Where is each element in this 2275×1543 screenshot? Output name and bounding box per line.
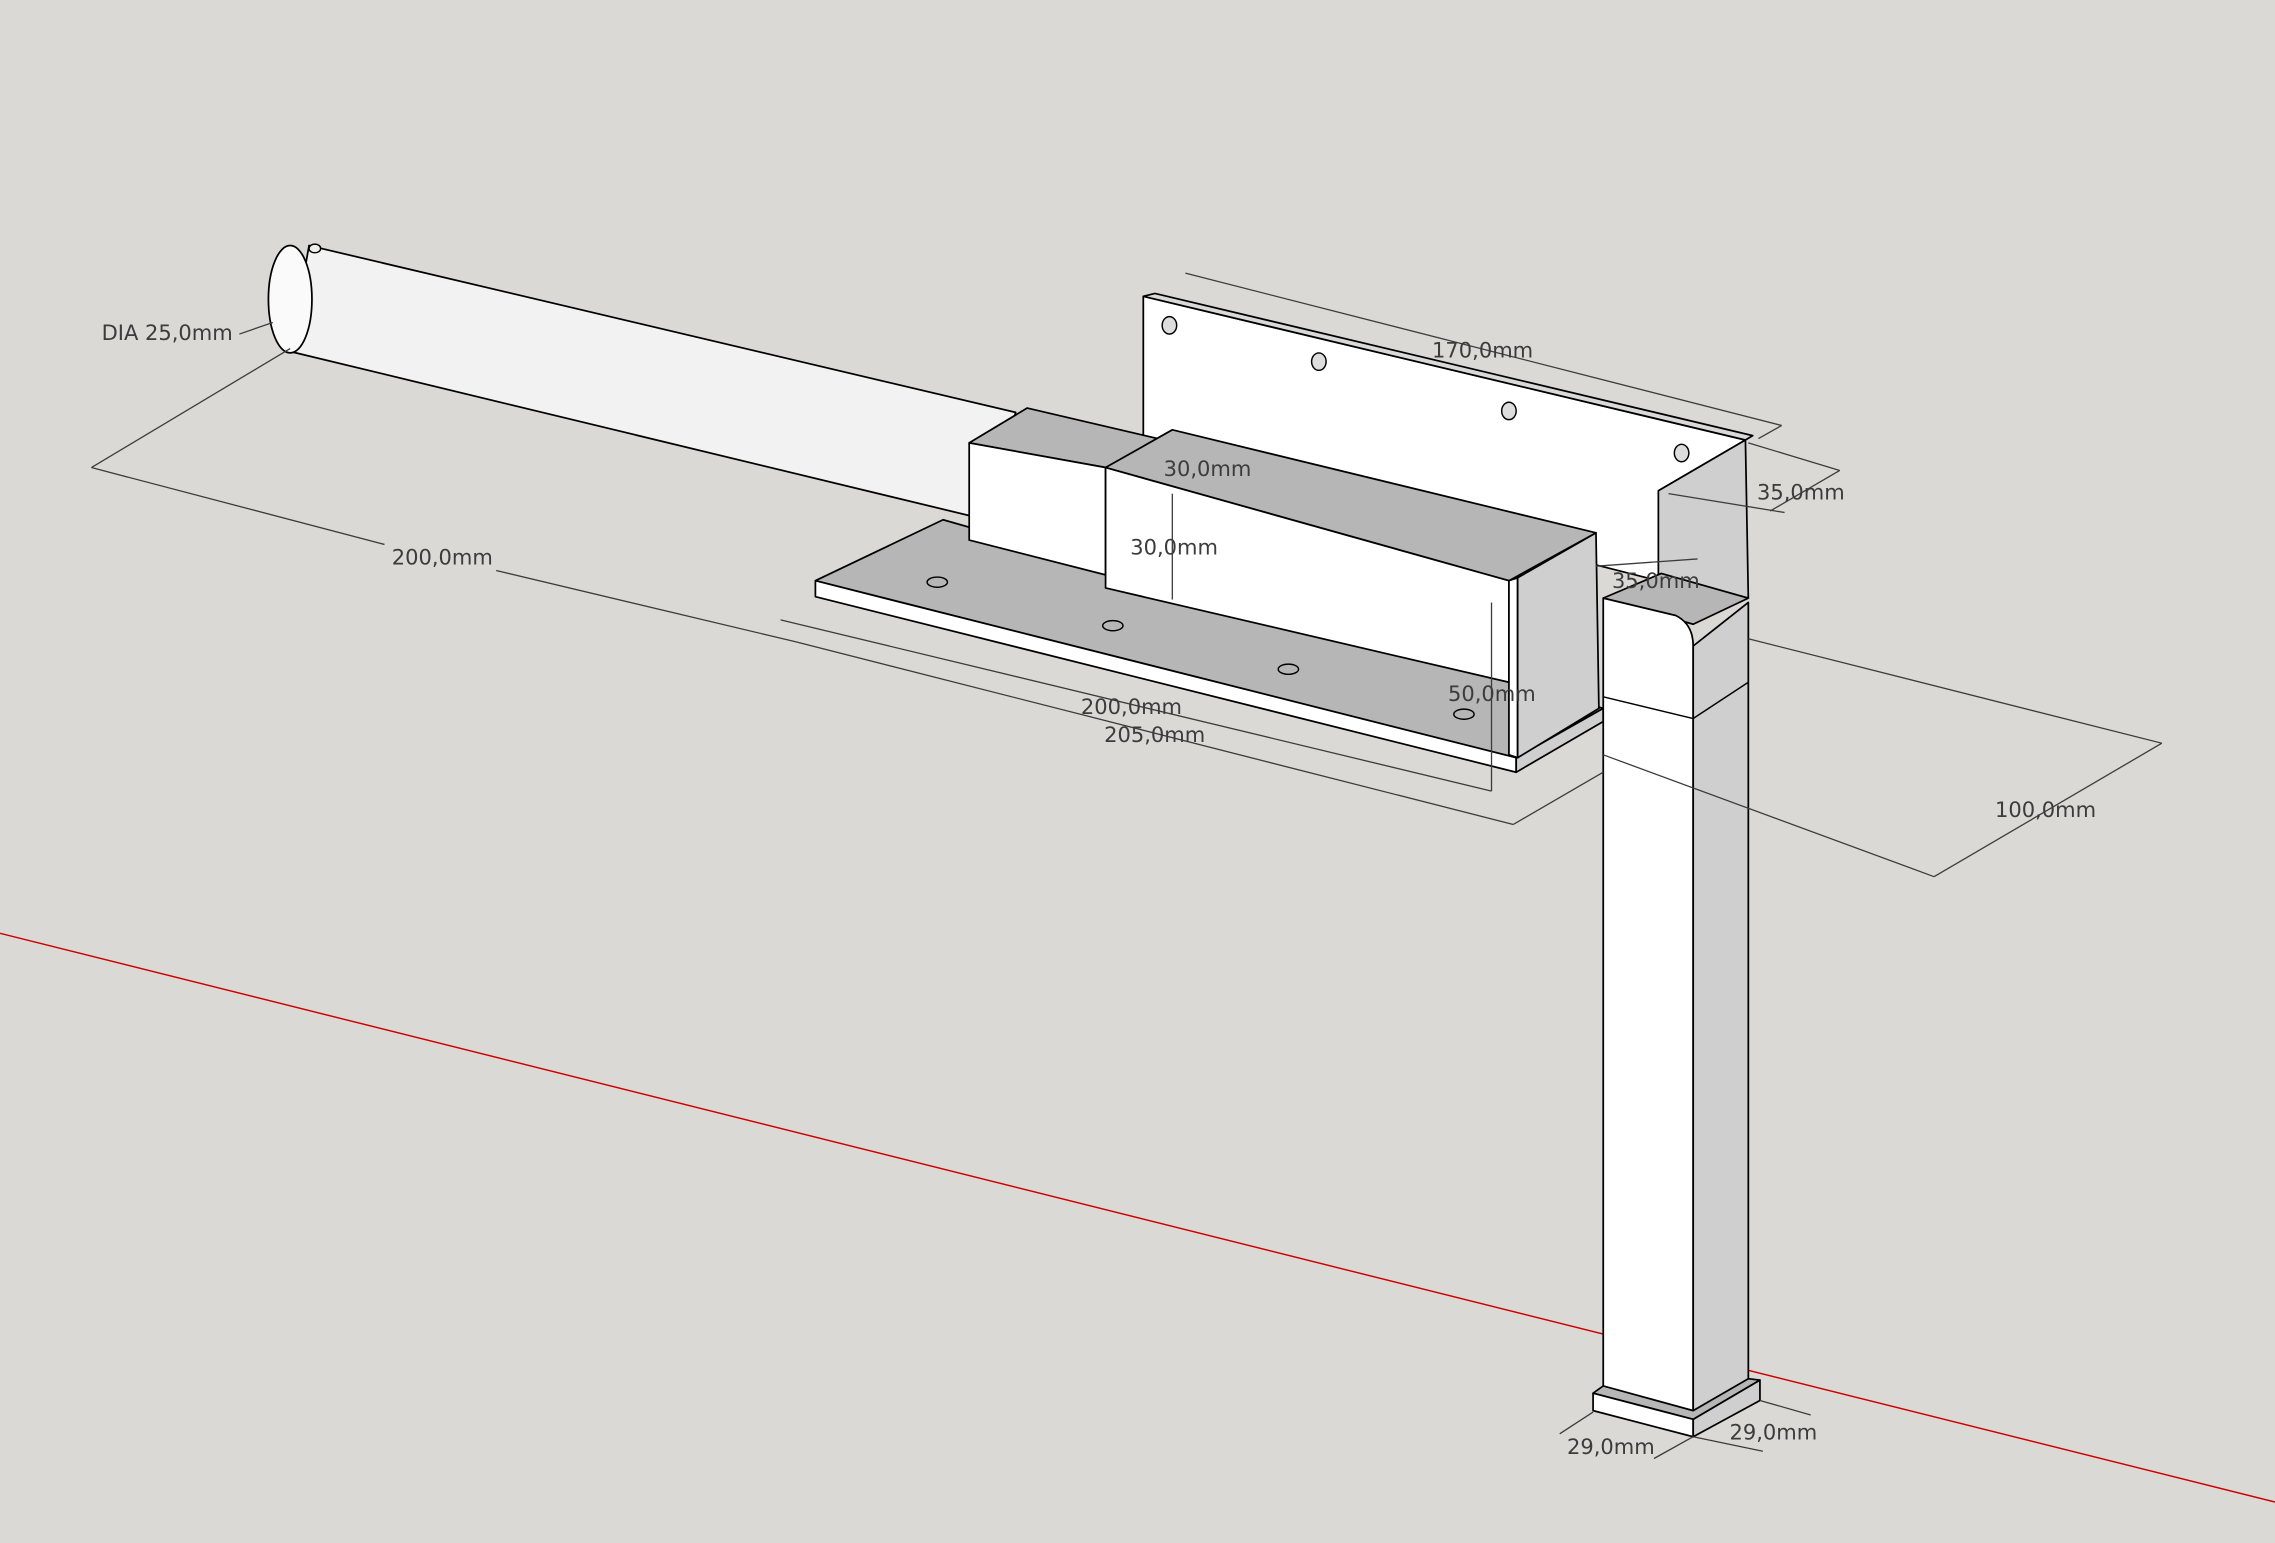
pin-hole [308, 243, 322, 254]
block-short [968, 407, 1165, 576]
end-plate [1508, 531, 1600, 759]
dimension-labels: DIA 25,0mm 200,0mm 170,0mm 35,0mm 35,0mm… [102, 320, 2097, 1459]
dim-post-offset: 100,0mm [1995, 797, 2096, 822]
dim-back-plate-length: 170,0mm [1432, 337, 1533, 362]
dim-block-width: 30,0mm [1164, 456, 1252, 481]
red-axis-line [0, 932, 2275, 1503]
dim-tube-diameter: DIA 25,0mm [102, 320, 233, 345]
dim-end-height: 50,0mm [1448, 681, 1536, 706]
screw-hole [1161, 315, 1178, 335]
dim-block-height: 30,0mm [1130, 535, 1218, 560]
screw-hole [1673, 443, 1690, 463]
dim-back-plate-height: 35,0mm [1757, 479, 1845, 504]
dim-flange-depth: 35,0mm [1612, 568, 1700, 593]
dimension-lines [91, 272, 2163, 1460]
dim-base-length-outer: 205,0mm [1104, 722, 1205, 747]
tube [267, 243, 1017, 521]
back-plate [1142, 292, 1754, 611]
dim-base-length-inner: 200,0mm [1081, 694, 1182, 719]
screw-hole [1310, 352, 1327, 372]
screw-hole [1500, 401, 1517, 421]
dim-foot-width-left: 29,0mm [1567, 1434, 1655, 1459]
dim-foot-width-right: 29,0mm [1729, 1420, 1817, 1445]
base-plate [814, 518, 1605, 774]
foot [1592, 1377, 1761, 1438]
post [1602, 572, 1750, 1416]
dim-tube-length: 200,0mm [392, 545, 493, 570]
